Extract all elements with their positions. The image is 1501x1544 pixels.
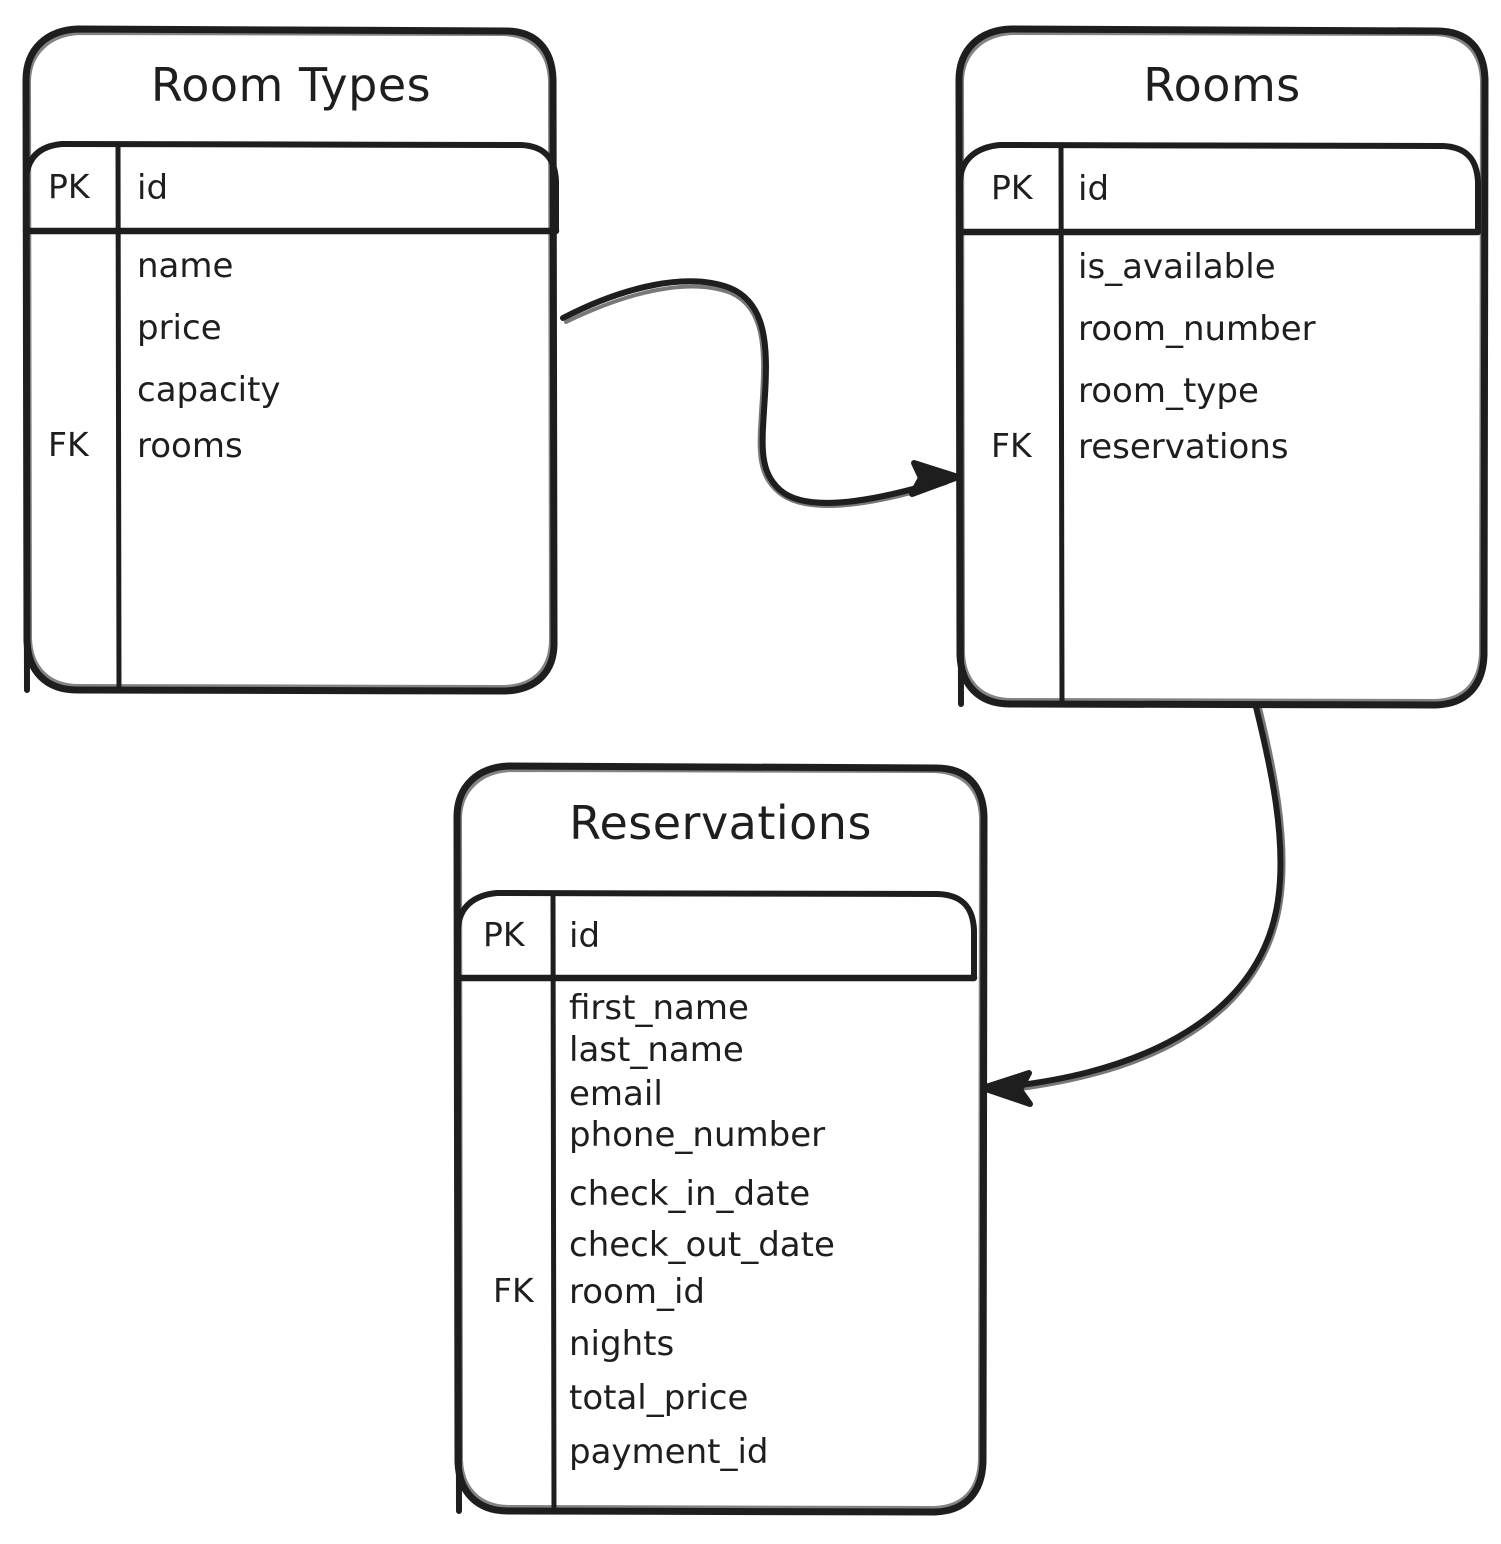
room-types-field-capacity: capacity (137, 370, 281, 410)
reservations-field-room-id: room_id (569, 1272, 705, 1312)
reservations-field-first-name: first_name (569, 988, 749, 1028)
entity-title-reservations: Reservations (569, 796, 872, 850)
entity-title-rooms: Rooms (1143, 58, 1301, 112)
entity-title-room-types: Room Types (150, 58, 432, 112)
reservations-field-id: id (569, 916, 601, 956)
connector-rooms-to-reservations (980, 704, 1286, 1107)
reservations-pk-label: PK (483, 915, 525, 954)
rooms-card-outline (955, 25, 1489, 709)
room-types-attribute-box (22, 141, 560, 693)
reservations-field-phone-number: phone_number (569, 1115, 826, 1155)
room-types-pk-label: PK (48, 167, 90, 206)
reservations-field-nights: nights (569, 1324, 675, 1364)
rooms-fk-label: FK (991, 426, 1032, 465)
reservations-field-check-out-date: check_out_date (569, 1225, 835, 1265)
rooms-attribute-box (956, 142, 1482, 707)
rooms-pk-label: PK (991, 168, 1033, 207)
connector-room-types-to-rooms (560, 278, 961, 509)
reservations-field-email: email (569, 1074, 663, 1114)
reservations-field-last-name: last_name (569, 1030, 744, 1070)
rooms-field-reservations: reservations (1078, 427, 1289, 467)
room-types-field-price: price (137, 308, 222, 348)
reservations-field-total-price: total_price (569, 1378, 749, 1418)
room-types-card-outline (22, 25, 558, 695)
room-types-field-rooms: rooms (137, 426, 243, 466)
reservations-card-outline (453, 762, 988, 1516)
rooms-field-is-available: is_available (1078, 247, 1276, 287)
rooms-field-id: id (1078, 169, 1110, 209)
rooms-field-room-number: room_number (1078, 309, 1316, 349)
reservations-fk-label: FK (493, 1271, 534, 1310)
reservations-field-payment-id: payment_id (569, 1432, 769, 1472)
room-types-fk-label: FK (48, 425, 89, 464)
rooms-field-room-type: room_type (1078, 371, 1259, 411)
room-types-field-id: id (137, 168, 169, 208)
reservations-field-check-in-date: check_in_date (569, 1174, 811, 1214)
reservations-attribute-box (454, 890, 978, 1514)
room-types-field-name: name (137, 246, 234, 286)
